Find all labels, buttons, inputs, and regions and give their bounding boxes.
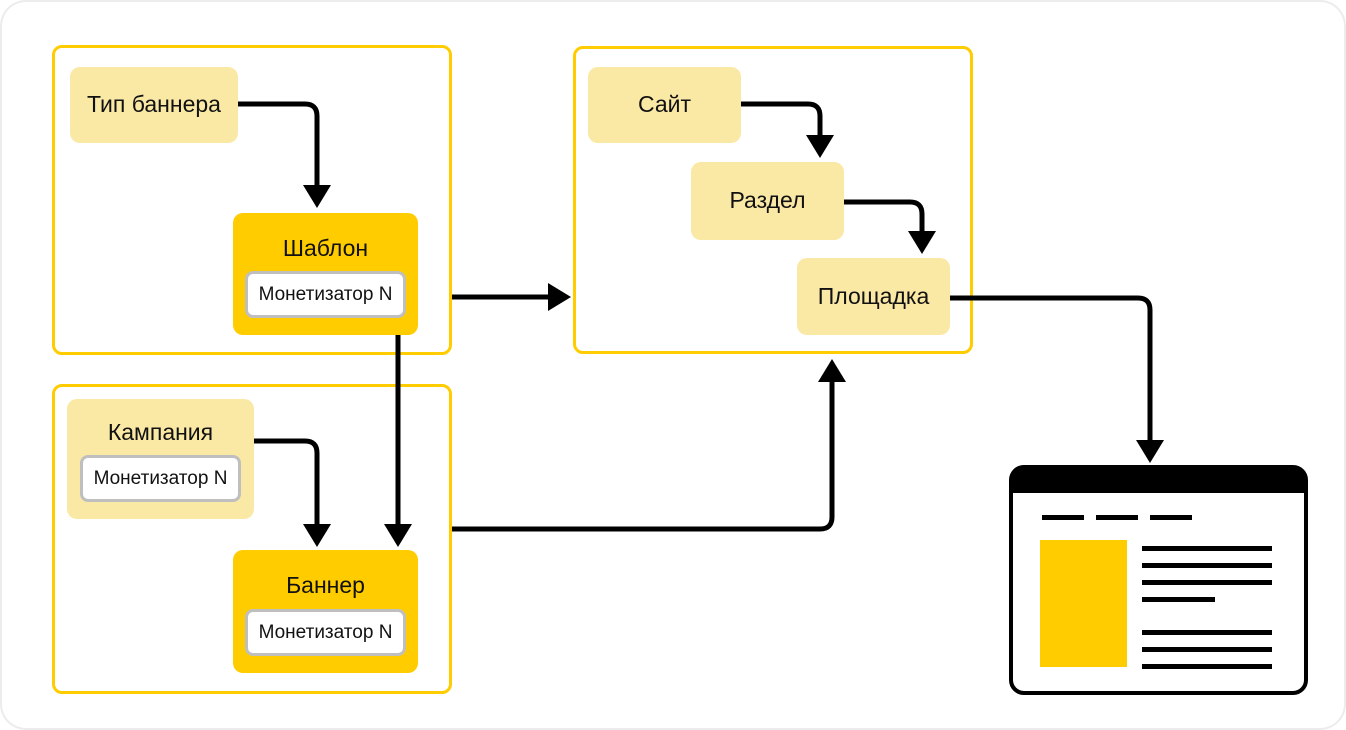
- webpage-preview-icon: [1009, 465, 1308, 695]
- monetizer-chip: Монетизатор N: [79, 455, 242, 503]
- node-banner-label: Баннер: [286, 572, 365, 599]
- text-line: [1142, 664, 1272, 669]
- ad-banner-rect: [1040, 540, 1127, 667]
- node-site: Сайт: [588, 67, 741, 143]
- node-banner-type-label: Тип баннера: [87, 91, 221, 118]
- arrow-banner-group-to-site-group: [452, 359, 846, 532]
- nav-dash: [1042, 515, 1084, 520]
- node-placement: Площадка: [797, 258, 950, 335]
- monetizer-chip: Монетизатор N: [244, 271, 407, 319]
- node-banner-type: Тип баннера: [70, 67, 238, 143]
- node-site-label: Сайт: [637, 91, 692, 118]
- text-line: [1142, 580, 1272, 585]
- node-section: Раздел: [691, 162, 844, 240]
- text-line: [1142, 546, 1272, 551]
- text-line: [1142, 647, 1272, 652]
- node-campaign-label: Кампания: [107, 418, 214, 445]
- node-placement-label: Площадка: [817, 282, 930, 309]
- browser-nav-dashes: [1042, 515, 1192, 520]
- nav-dash: [1096, 515, 1138, 520]
- node-template: Шаблон Монетизатор N: [233, 213, 418, 335]
- nav-dash: [1150, 515, 1192, 520]
- browser-titlebar: [1013, 469, 1304, 493]
- node-campaign: Кампания Монетизатор N: [67, 399, 254, 519]
- page-text-lines: [1142, 546, 1272, 669]
- text-line: [1142, 597, 1215, 602]
- node-banner: Баннер Монетизатор N: [233, 550, 418, 673]
- node-section-label: Раздел: [729, 187, 806, 214]
- monetizer-chip: Монетизатор N: [244, 608, 407, 656]
- text-line: [1142, 630, 1272, 635]
- text-line: [1142, 563, 1272, 568]
- node-template-label: Шаблон: [282, 234, 369, 261]
- arrow-placement-to-webpage: [950, 295, 1164, 463]
